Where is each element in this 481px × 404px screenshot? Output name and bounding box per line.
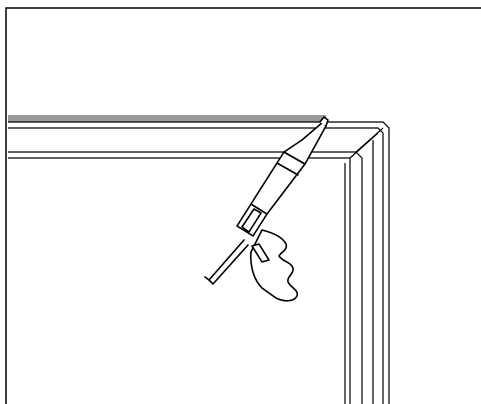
caulking-gun-nozzle-tip bbox=[319, 116, 329, 127]
caulking-gun-cartridge bbox=[250, 151, 306, 215]
frame-line-3 bbox=[8, 151, 363, 404]
caulking-gun-cartridge-band bbox=[276, 162, 299, 176]
caulking-gun-plunger-rod bbox=[208, 239, 249, 285]
wall-outline bbox=[5, 7, 481, 404]
caulking-gun bbox=[204, 116, 329, 302]
frame-line-2 bbox=[8, 127, 384, 404]
caulk-bead bbox=[8, 115, 326, 122]
frame-line-outer bbox=[8, 121, 390, 404]
caulking-gun-handle bbox=[249, 229, 299, 302]
caulking-gun-trigger bbox=[251, 243, 270, 263]
window-frame bbox=[8, 121, 390, 404]
frame-miter-inner bbox=[349, 132, 379, 159]
frame-line-inner bbox=[8, 157, 351, 404]
caulking-gun-cradle-inner bbox=[241, 208, 262, 233]
caulking-gun-rod-hook bbox=[204, 276, 210, 281]
